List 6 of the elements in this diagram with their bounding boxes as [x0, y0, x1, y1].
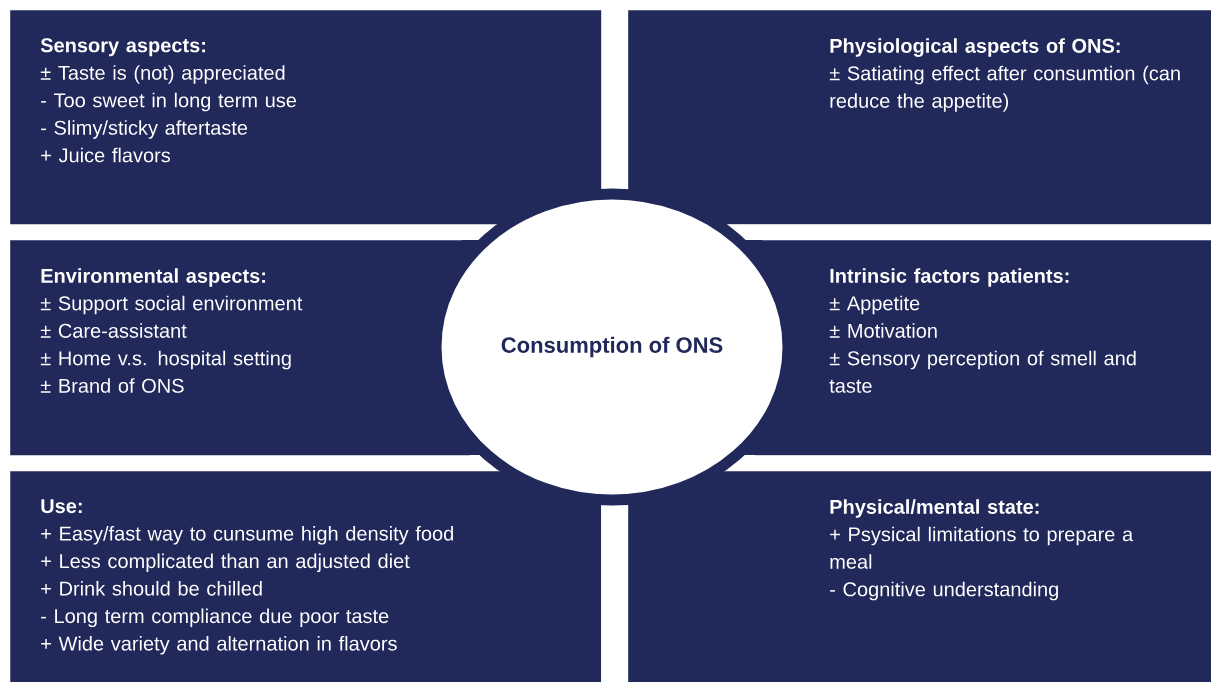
text-panel: Environmental aspects: ± Support social environment ± Care-assistant ± Home v.s. hospital setting ± Brand of ONS [10, 240, 471, 456]
text-panel: Sensory aspects: ± Taste is (not) appreciated - Too sweet in long term use - Slimy/sticky aftertaste + Juice flavors [10, 10, 602, 225]
text-panel: Physical/mental state: + Psysical limitations to prepare a meal - Cognitive understanding [628, 471, 1211, 682]
text-panel: Physiological aspects of ONS: ± Satiating effect after consumtion (can reduce the appetite) [628, 10, 1211, 225]
text-panel: Use: + Easy/fast way to cunsume high density food + Less complicated than an adjusted diet + Drink should be chilled - Long term compliance due poor taste + Wide variety and alternation in flavors [10, 471, 602, 682]
text-panel: Intrinsic factors patients: ± Appetite ± Motivation ± Sensory perception of smell and taste [755, 240, 1211, 456]
